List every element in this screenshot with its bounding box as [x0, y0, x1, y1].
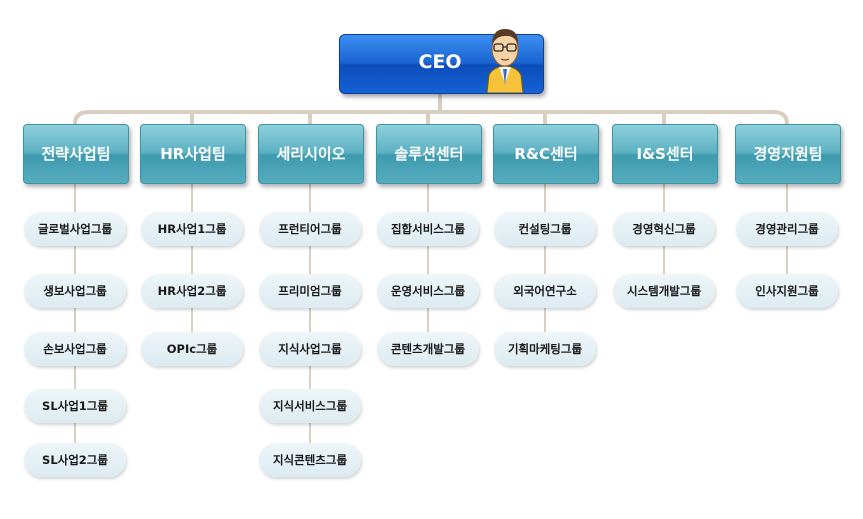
- group-box: HR사업2그룹: [141, 274, 243, 308]
- team-box: 솔루션센터: [376, 124, 482, 184]
- group-box: 생보사업그룹: [24, 274, 126, 308]
- group-box: 기획마케팅그룹: [494, 332, 596, 366]
- team-box: 세리시이오: [258, 124, 364, 184]
- team-box: R&C센터: [493, 124, 599, 184]
- group-box: SL사업1그룹: [24, 389, 126, 423]
- group-box: 지식사업그룹: [259, 332, 361, 366]
- group-box: 프리미엄그룹: [259, 274, 361, 308]
- group-box: 인사지원그룹: [736, 274, 838, 308]
- ceo-box: CEO: [339, 29, 544, 94]
- group-box: 프런티어그룹: [259, 212, 361, 246]
- group-box: SL사업2그룹: [24, 443, 126, 477]
- group-box: 경영관리그룹: [736, 212, 838, 246]
- group-box: 운영서비스그룹: [377, 274, 479, 308]
- group-box: HR사업1그룹: [141, 212, 243, 246]
- group-box: OPIc그룹: [141, 332, 243, 366]
- group-box: 지식콘텐츠그룹: [259, 443, 361, 477]
- team-box: 전략사업팀: [23, 124, 129, 184]
- group-box: 경영혁신그룹: [613, 212, 715, 246]
- team-box: HR사업팀: [140, 124, 246, 184]
- group-box: 콘텐츠개발그룹: [377, 332, 479, 366]
- ceo-person-icon: [486, 29, 524, 93]
- group-box: 지식서비스그룹: [259, 389, 361, 423]
- team-box: 경영지원팀: [735, 124, 841, 184]
- group-box: 시스템개발그룹: [613, 274, 715, 308]
- ceo-label: CEO: [418, 51, 462, 73]
- group-box: 집합서비스그룹: [377, 212, 479, 246]
- group-box: 글로벌사업그룹: [24, 212, 126, 246]
- team-box: I&S센터: [612, 124, 718, 184]
- group-box: 컨설팅그룹: [494, 212, 596, 246]
- group-box: 외국어연구소: [494, 274, 596, 308]
- group-box: 손보사업그룹: [24, 332, 126, 366]
- connector-bus: [73, 110, 789, 125]
